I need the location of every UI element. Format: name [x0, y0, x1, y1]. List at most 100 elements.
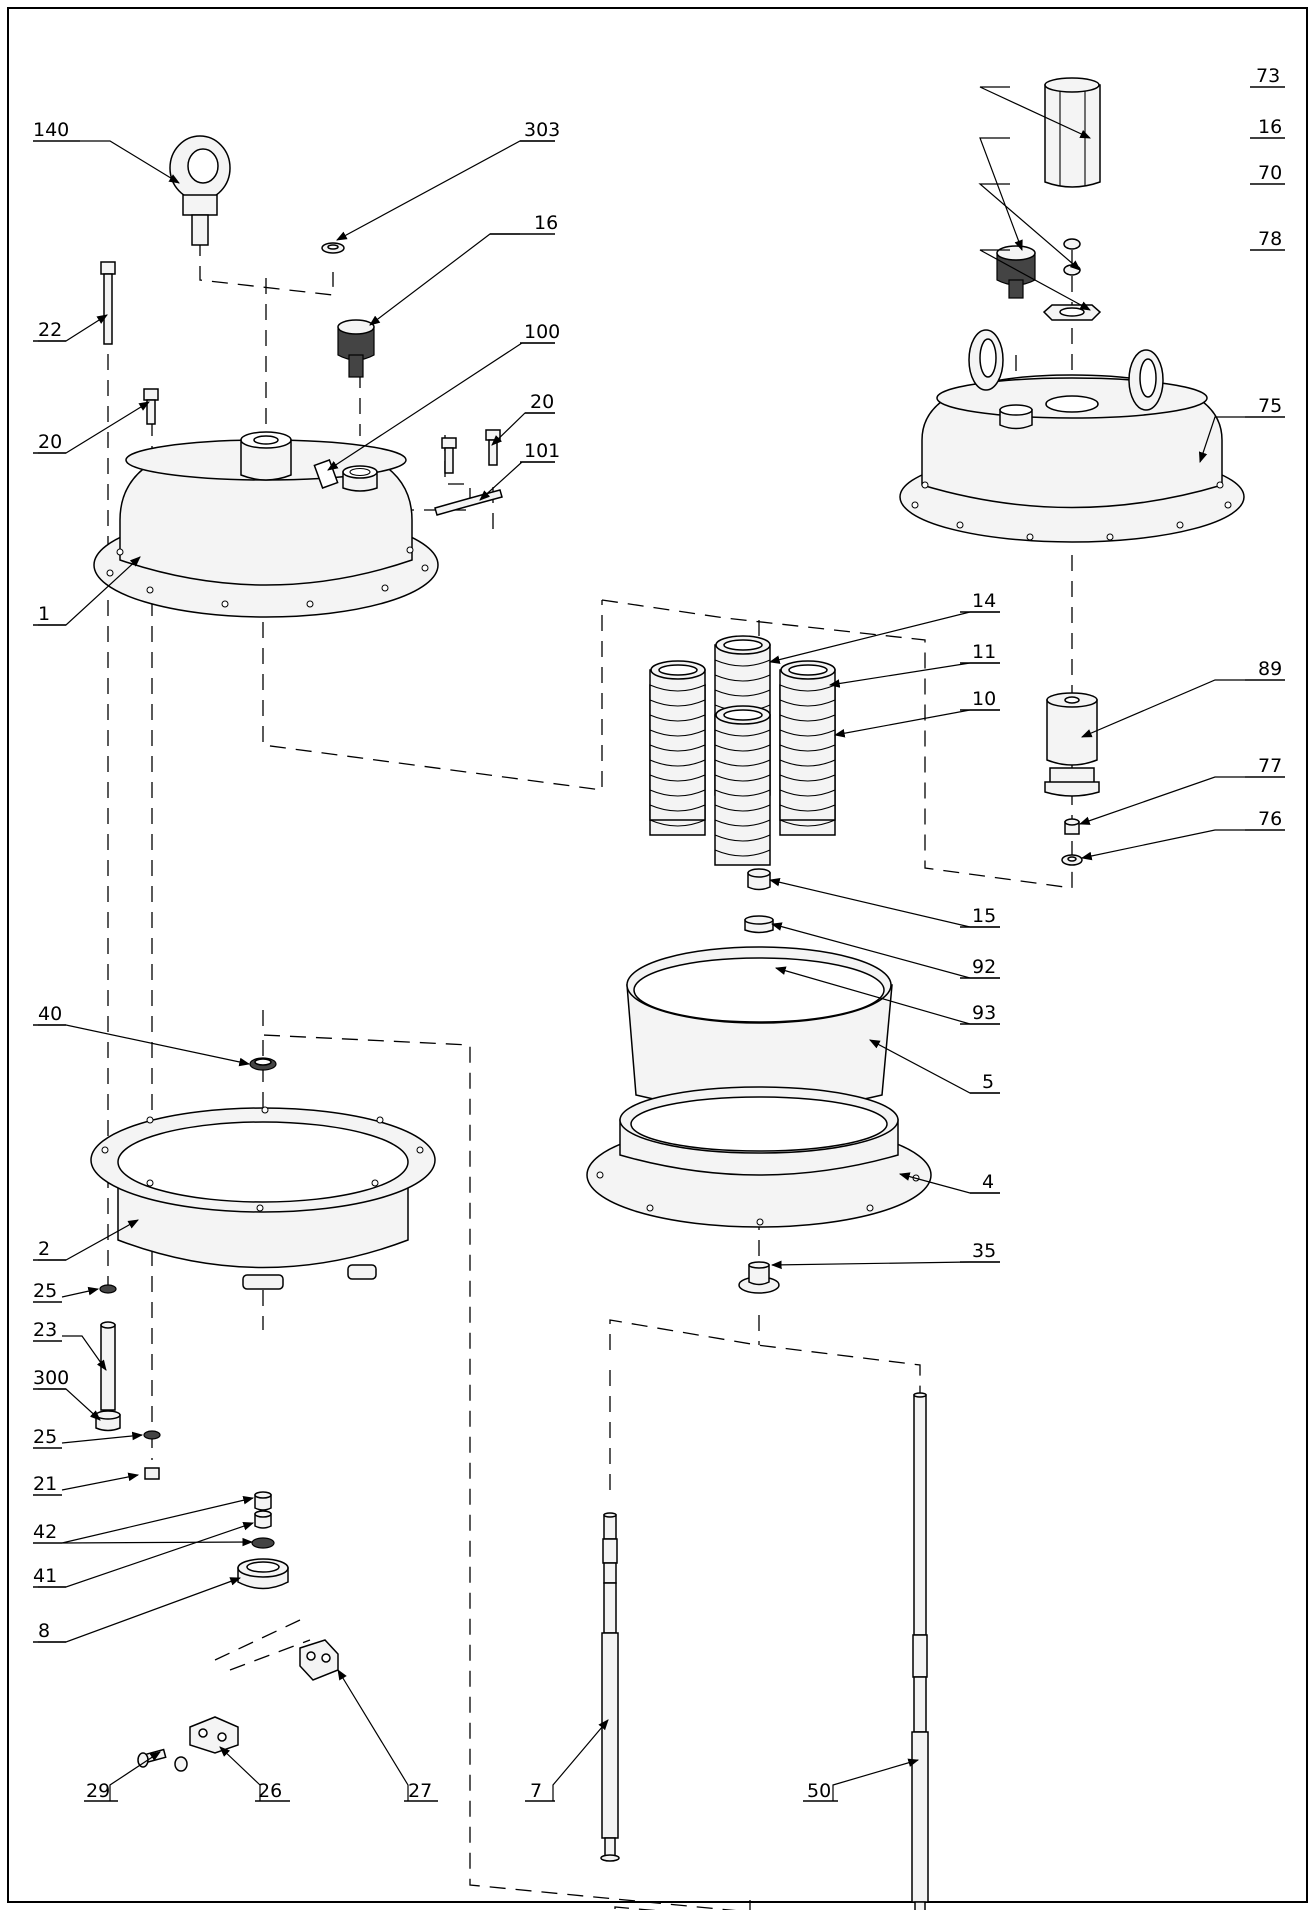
- svg-text:100: 100: [524, 321, 560, 343]
- svg-text:92: 92: [972, 956, 996, 978]
- callout-27: 27: [404, 1780, 438, 1802]
- svg-text:78: 78: [1258, 228, 1282, 250]
- svg-text:10: 10: [972, 688, 996, 710]
- part-16-knurled-plug-right: [996, 245, 1036, 299]
- callout-78: 78: [1250, 228, 1285, 251]
- part-77-bush: [1064, 818, 1080, 835]
- callout-25-lower: 25: [33, 1426, 62, 1449]
- part-92-collar: [744, 915, 774, 934]
- svg-text:25: 25: [33, 1426, 57, 1448]
- callout-26: 26: [255, 1780, 290, 1802]
- callout-100: 100: [520, 321, 560, 344]
- svg-text:27: 27: [408, 1780, 432, 1802]
- svg-text:41: 41: [33, 1565, 57, 1587]
- svg-text:93: 93: [972, 1002, 996, 1024]
- part-140-eye-bolt: [169, 135, 231, 246]
- callout-11: 11: [960, 641, 1000, 664]
- callout-75: 75: [1245, 395, 1285, 418]
- callout-23: 23: [33, 1319, 62, 1342]
- svg-text:101: 101: [524, 440, 560, 462]
- part-21-nut: [144, 1467, 160, 1480]
- part-26-clamp: [189, 1716, 239, 1754]
- part-10-11-14-springs: [649, 635, 836, 866]
- part-303-washer: [321, 242, 345, 254]
- part-75-cover-assembly: [899, 329, 1245, 543]
- callout-300: 300: [33, 1367, 69, 1390]
- svg-text:303: 303: [524, 119, 560, 141]
- svg-text:8: 8: [38, 1620, 50, 1642]
- svg-text:75: 75: [1258, 395, 1282, 417]
- part-35-valve: [738, 1261, 780, 1294]
- callout-14: 14: [960, 590, 1000, 613]
- part-41-washer: [251, 1537, 275, 1549]
- callout-140: 140: [33, 119, 80, 142]
- svg-text:1: 1: [38, 603, 50, 625]
- callout-93: 93: [960, 1002, 1000, 1025]
- callout-92: 92: [960, 956, 1000, 979]
- callout-89: 89: [1245, 658, 1285, 681]
- svg-text:16: 16: [1258, 116, 1282, 138]
- part-23-spacer: [100, 1321, 116, 1411]
- part-300-nut: [95, 1410, 121, 1432]
- part-25-washer-lower: [143, 1430, 161, 1440]
- part-76-washer: [1061, 854, 1083, 866]
- svg-text:73: 73: [1256, 65, 1280, 87]
- svg-text:20: 20: [38, 431, 62, 453]
- svg-text:29: 29: [86, 1780, 110, 1802]
- callout-70: 70: [1250, 162, 1285, 185]
- part-20-bolt-left: [143, 388, 159, 425]
- svg-text:42: 42: [33, 1521, 57, 1543]
- svg-text:300: 300: [33, 1367, 69, 1389]
- callout-16-right: 16: [1250, 116, 1285, 139]
- callout-41: 41: [33, 1565, 66, 1588]
- callout-20-right: 20: [525, 391, 555, 414]
- part-2-housing: [90, 1106, 436, 1290]
- part-15-nut: [747, 868, 771, 891]
- svg-text:21: 21: [33, 1473, 57, 1495]
- callout-303: 303: [520, 119, 560, 142]
- svg-text:40: 40: [38, 1003, 62, 1025]
- svg-text:14: 14: [972, 590, 996, 612]
- part-25-washer-upper: [99, 1284, 117, 1294]
- svg-text:25: 25: [33, 1280, 57, 1302]
- svg-text:70: 70: [1258, 162, 1282, 184]
- svg-text:15: 15: [972, 905, 996, 927]
- callout-10: 10: [960, 688, 1000, 711]
- part-20-bolt-right: [441, 429, 501, 474]
- drawing-border: [7, 7, 1308, 1903]
- part-5-cylinder: [626, 946, 893, 1111]
- callout-50: 50: [803, 1780, 838, 1802]
- callout-76: 76: [1245, 808, 1285, 831]
- callout-73: 73: [1250, 65, 1285, 88]
- callout-7: 7: [525, 1780, 555, 1802]
- callout-21: 21: [33, 1473, 62, 1496]
- part-50-rod: [911, 1392, 929, 1910]
- callout-15: 15: [960, 905, 1000, 928]
- callout-8: 8: [33, 1620, 66, 1643]
- part-7-rod: [600, 1512, 620, 1862]
- svg-text:7: 7: [530, 1780, 542, 1802]
- part-16-knurled-plug-left: [337, 319, 375, 378]
- part-22-long-bolt: [100, 261, 116, 345]
- callout-5: 5: [970, 1071, 1000, 1094]
- svg-text:11: 11: [972, 641, 996, 663]
- svg-text:76: 76: [1258, 808, 1282, 830]
- callout-labels: 140 303 16 22 100 20 20 101 1 73 16 70 7…: [33, 65, 1285, 1802]
- callout-77: 77: [1245, 755, 1285, 778]
- callout-35: 35: [960, 1240, 1000, 1263]
- svg-text:140: 140: [33, 119, 69, 141]
- part-89-shaft: [1044, 692, 1100, 797]
- svg-text:35: 35: [972, 1240, 996, 1262]
- leader-lines: [38, 86, 1245, 1801]
- svg-text:23: 23: [33, 1319, 57, 1341]
- part-27-clamp: [299, 1639, 339, 1681]
- svg-text:4: 4: [982, 1171, 994, 1193]
- svg-text:77: 77: [1258, 755, 1282, 777]
- part-1-cover: [93, 431, 439, 618]
- part-78-hex-nut: [1042, 304, 1102, 321]
- svg-text:22: 22: [38, 319, 62, 341]
- callout-20-left: 20: [33, 431, 66, 454]
- svg-text:89: 89: [1258, 658, 1282, 680]
- callout-22: 22: [33, 319, 66, 342]
